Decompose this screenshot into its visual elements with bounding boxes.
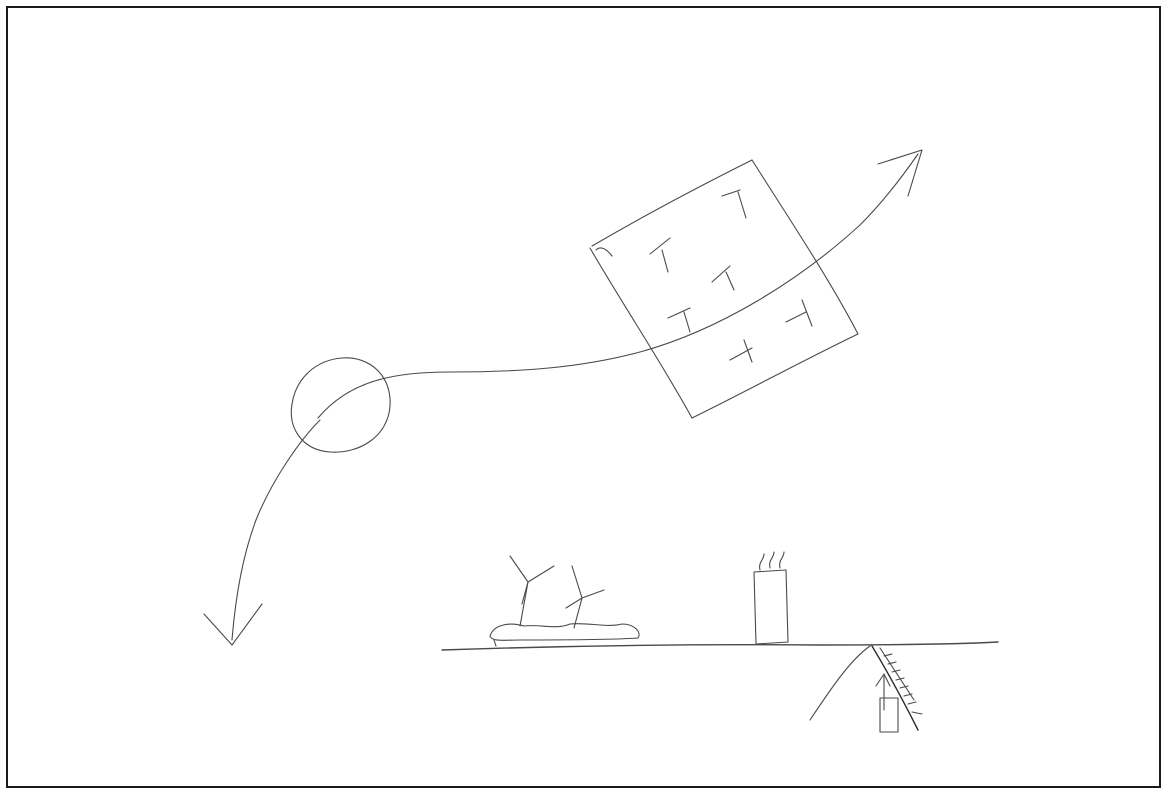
underground-well-with-arrow xyxy=(810,646,922,732)
wind-turbines-on-hill xyxy=(490,556,639,646)
solar-panel-square xyxy=(590,160,858,418)
curved-arrow-down-left xyxy=(204,420,320,645)
ground-line xyxy=(442,642,998,650)
circle-node xyxy=(291,358,390,452)
chimney-with-smoke xyxy=(754,552,788,644)
curved-arrow-up-right xyxy=(318,150,922,418)
